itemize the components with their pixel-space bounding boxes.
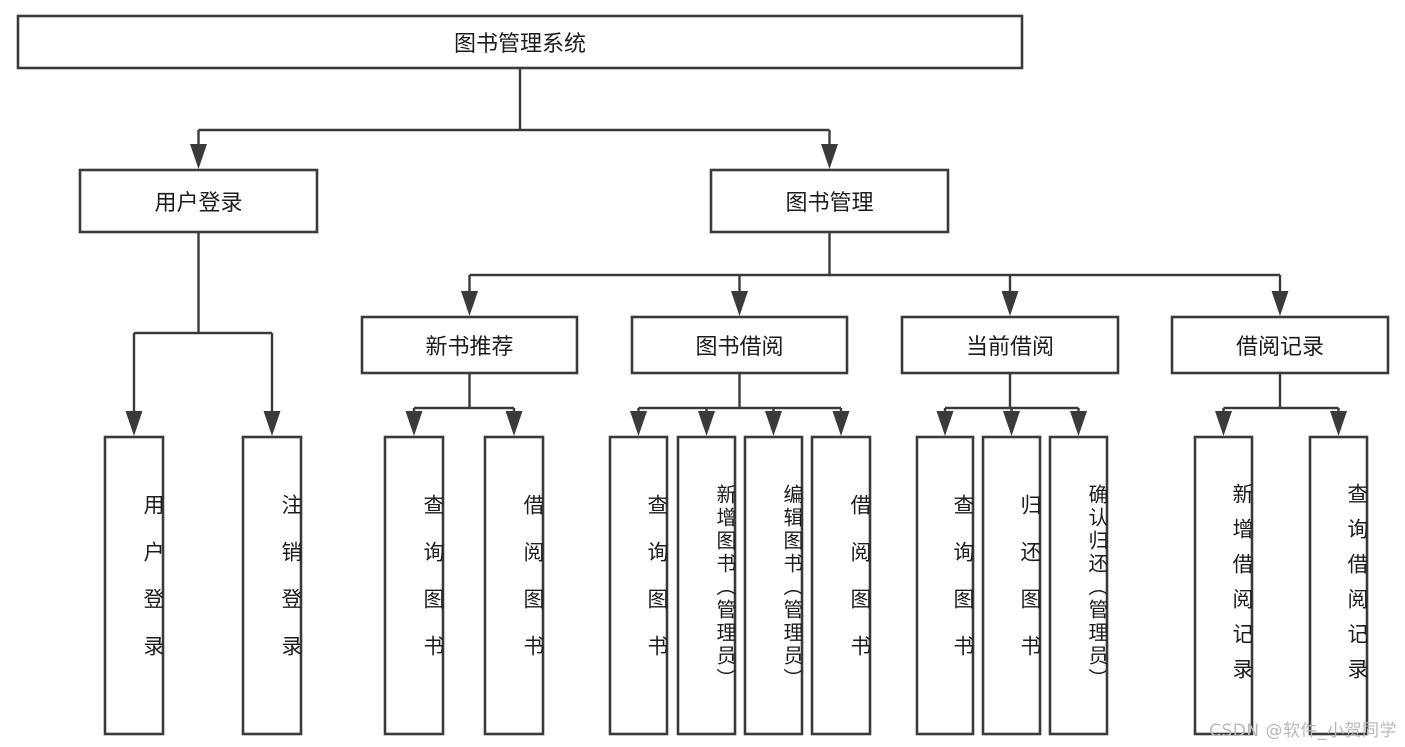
connector-arrowhead <box>505 411 523 436</box>
node-box-layer <box>16 14 1390 736</box>
node-box-leaf-query-book-2[interactable] <box>608 435 669 736</box>
node-box-leaf-add-record[interactable] <box>1193 435 1254 736</box>
connector-arrowhead <box>263 411 281 436</box>
connector-arrowhead <box>765 411 782 436</box>
node-box-leaf-edit-book[interactable] <box>743 435 804 736</box>
connector-arrowhead <box>1271 291 1289 316</box>
connector-arrowhead <box>832 411 850 436</box>
node-box-root[interactable] <box>16 14 1024 70</box>
connector-arrowhead <box>1001 291 1019 316</box>
connector-arrowhead <box>731 291 748 316</box>
node-box-leaf-user-login[interactable] <box>103 435 165 736</box>
connector-arrowhead <box>125 411 143 436</box>
connector-arrowhead <box>405 411 423 436</box>
node-box-leaf-borrow-book-2[interactable] <box>810 435 872 736</box>
connector-arrowhead <box>461 291 478 316</box>
connector-arrowhead <box>1003 411 1020 436</box>
node-box-new-book-recommend[interactable] <box>360 315 579 375</box>
connector-layer <box>125 68 1347 436</box>
connector-arrowhead <box>1215 411 1232 436</box>
node-box-leaf-add-book[interactable] <box>676 435 737 736</box>
node-box-user-login[interactable] <box>78 168 319 234</box>
node-box-leaf-confirm-return[interactable] <box>1048 435 1109 736</box>
node-box-leaf-query-book-3[interactable] <box>915 435 975 736</box>
node-box-current-borrow[interactable] <box>900 315 1120 375</box>
connector-arrowhead <box>1070 411 1087 436</box>
node-box-book-borrow[interactable] <box>630 315 849 375</box>
node-box-book-manage[interactable] <box>709 168 950 234</box>
connector-arrowhead <box>698 411 715 436</box>
node-box-leaf-query-record[interactable] <box>1308 435 1369 736</box>
node-box-leaf-borrow-book-1[interactable] <box>483 435 545 736</box>
node-box-leaf-return-book[interactable] <box>981 435 1042 736</box>
node-box-leaf-query-book-1[interactable] <box>383 435 445 736</box>
connector-arrowhead <box>630 411 647 436</box>
connector-arrowhead <box>821 144 838 169</box>
node-box-leaf-logout[interactable] <box>241 435 303 736</box>
connector-arrowhead <box>936 411 954 436</box>
connector-arrowhead <box>1330 411 1347 436</box>
node-box-borrow-record[interactable] <box>1170 315 1390 375</box>
connector-arrowhead <box>190 144 207 169</box>
